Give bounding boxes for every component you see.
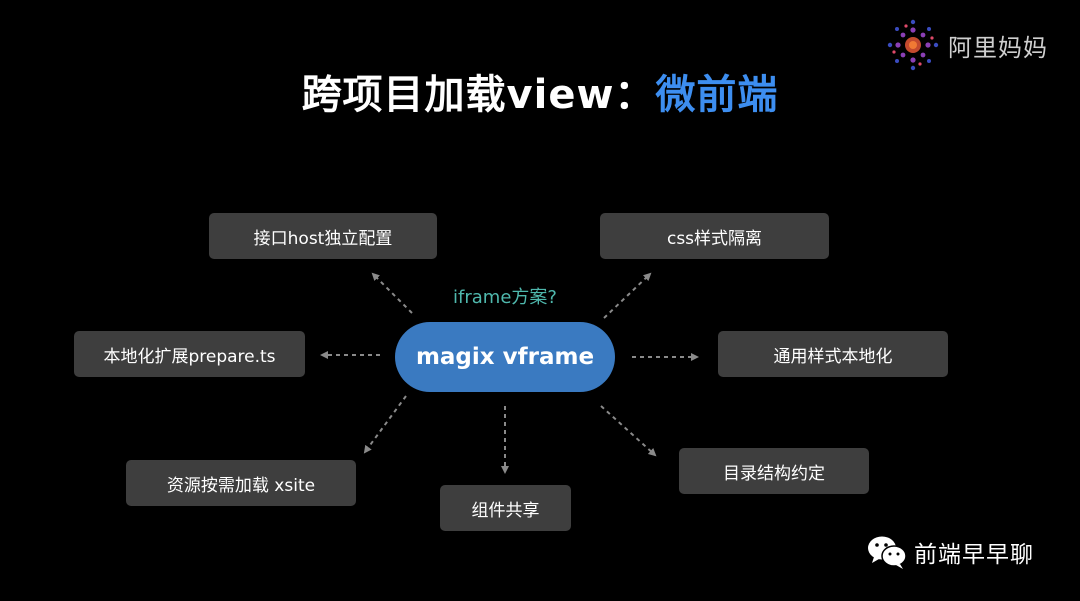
slide-title: 跨项目加载view：微前端 [0, 62, 1080, 120]
box-css-isolation: css样式隔离 [600, 213, 829, 259]
box-host-config: 接口host独立配置 [209, 213, 437, 259]
box-dir-convention: 目录结构约定 [679, 448, 869, 494]
watermark-text: 前端早早聊 [914, 542, 1034, 568]
box-xsite: 资源按需加载 xsite [126, 460, 356, 506]
arrow-to-host-config [371, 272, 413, 314]
arrow-to-dir-convention [600, 405, 657, 457]
box-component-share: 组件共享 [440, 485, 571, 531]
box-prepare: 本地化扩展prepare.ts [74, 331, 305, 377]
title-main: 跨项目加载view： [301, 72, 656, 118]
arrow-to-css-isolation [603, 272, 652, 319]
iframe-question: iframe方案? [453, 287, 557, 308]
title-accent: 微前端 [655, 72, 779, 118]
logo-text: 阿里妈妈 [948, 33, 1048, 62]
arrow-to-xsite [363, 395, 407, 454]
watermark: 前端早早聊 [866, 532, 1066, 572]
box-common-style: 通用样式本地化 [718, 331, 948, 377]
wechat-icon [868, 536, 907, 569]
center-node-magix-vframe: magix vframe [395, 322, 615, 392]
alimama-logo: 阿里妈妈 [884, 16, 1064, 74]
alimama-logo-icon [887, 19, 939, 71]
